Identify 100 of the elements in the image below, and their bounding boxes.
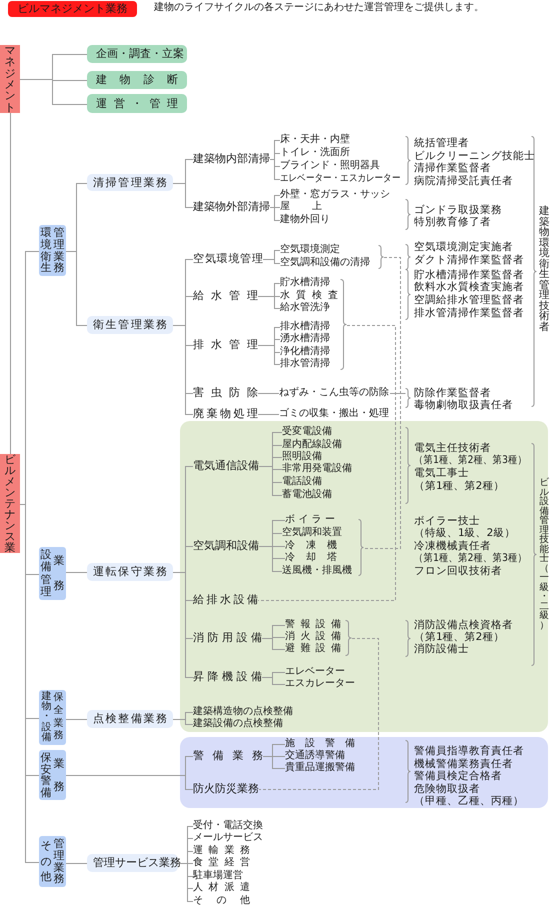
connector-line — [258, 414, 280, 415]
task-label: 消防用設備 — [193, 632, 262, 644]
qualification-label: （第1種、第2種、第3種） — [414, 552, 528, 564]
qualification-label: （甲種、乙種、丙種） — [414, 794, 524, 808]
connector-line — [258, 296, 280, 309]
task-label: 害虫防除 — [193, 386, 258, 400]
item-label: 施設警備 — [285, 738, 355, 750]
qualification-label: 警備員検定合格者 — [414, 770, 502, 782]
business-box: 衛生管理業務 — [87, 316, 173, 334]
business-box: 管理サービス業務 — [87, 854, 178, 872]
business-box: 点検整備業務 — [87, 710, 173, 728]
qualification-label: （特級、1級、2級） — [414, 526, 516, 540]
qualification-label: 危険物取扱者 — [414, 782, 480, 796]
connector-line — [172, 325, 194, 415]
item-label: 屋上 — [280, 200, 322, 214]
qualification-label: ビルクリーニング技能士 — [414, 150, 535, 162]
brace — [340, 279, 347, 370]
group-panel — [180, 737, 548, 808]
qualification-label: 毒物劇物取扱責任者 — [414, 398, 513, 412]
service-box: 建物診断 — [87, 71, 187, 89]
qualification-label: ゴンドラ取扱業務特別教育修了者 — [414, 204, 502, 228]
item-label: 警報設備 — [285, 618, 341, 632]
qualification-label: 空気環境測定実施者 — [414, 240, 513, 254]
item-label: エスカレーター — [285, 678, 355, 690]
item-label: 避難設備 — [285, 642, 341, 656]
division-box: マネジメント — [0, 45, 20, 113]
connector-line — [258, 393, 280, 394]
item-label: 冷却塔 — [285, 552, 337, 564]
item-label: エレベーター — [285, 666, 345, 678]
item-label: 食堂経営 — [193, 856, 250, 870]
qualification-label: 冷凍機械責任者 — [414, 540, 491, 552]
item-label: エレベーター・エスカレーター — [280, 172, 400, 186]
qualification-label: 排水管清掃作業監督者 — [414, 306, 524, 320]
connector-line — [172, 183, 194, 208]
item-label: ボイラー — [285, 514, 335, 526]
task-label: 昇降機設備 — [193, 670, 262, 684]
item-label: 電話設備 — [282, 476, 322, 488]
qualification-label: ボイラー技士 — [414, 514, 480, 528]
item-label: 湧水槽清掃 — [280, 332, 330, 346]
qualification-label: 防除作業監督者 — [414, 386, 491, 399]
item-label: 排水槽清掃 — [280, 320, 330, 334]
connector-line — [270, 207, 280, 221]
qualification-label: 機械警備業務責任者 — [414, 758, 513, 770]
item-label: 建築構造物の点検整備 — [193, 706, 293, 718]
dashed-connector — [258, 638, 379, 790]
task-label: 警備業務 — [193, 750, 263, 762]
task-label: 給排水設備 — [193, 594, 258, 606]
item-label: 給水管洗浄 — [280, 302, 330, 314]
item-label: 空気環境測定 — [280, 244, 340, 256]
item-label: 照明設備 — [282, 450, 322, 464]
task-label: 電気通信設備 — [193, 460, 259, 472]
connector-line — [262, 638, 286, 650]
qualification-label: 電気主任技術者 — [414, 442, 491, 454]
item-label: 貯水槽清掃 — [280, 276, 330, 290]
item-label: 受変電設備 — [282, 426, 332, 438]
item-label: 建築設備の点検整備 — [193, 718, 283, 730]
item-label: ブラインド・照明器具 — [280, 160, 380, 172]
item-label: 屋内配線設備 — [282, 438, 342, 452]
connector-line — [10, 112, 11, 454]
qualification-label: 飲料水水質検査実施者 — [414, 280, 524, 294]
connector-line — [262, 756, 286, 769]
item-label: ねずみ・こん虫等の防除 — [279, 386, 389, 400]
connector-line — [20, 79, 88, 105]
service-box: 運営・管理 — [87, 94, 187, 113]
qualification-label: 警備員指導教育責任者 — [414, 744, 524, 758]
item-label: 消火設備 — [285, 630, 341, 644]
qualification-label: 消防設備士 — [414, 642, 469, 656]
item-label: 送風機・排風機 — [282, 564, 352, 578]
item-label: 受付・電話交換 — [193, 820, 263, 832]
brace — [345, 620, 352, 656]
item-label: 空気調和設備の清掃 — [280, 256, 370, 270]
task-label: 空気環境管理 — [193, 252, 263, 266]
item-label: その他 — [193, 894, 250, 906]
qualification-label: フロン回収技術者 — [414, 564, 502, 578]
item-label: 建物外回り — [280, 214, 330, 226]
task-label: 建築物外部清掃 — [193, 200, 270, 214]
connector-line — [66, 251, 88, 326]
qualification-label: ビル設備管理技能士（一級・二級） — [538, 478, 550, 630]
qualification-label: 消防設備点検資格者 — [414, 618, 513, 632]
business-box: 清掃管理業務 — [87, 174, 173, 191]
task-label: 防火防災業務 — [193, 782, 259, 796]
task-label: 排水管理 — [193, 338, 258, 352]
item-label: 排水管清掃 — [280, 358, 330, 370]
qualification-label: 建築物環境衛生管理技術者 — [538, 206, 550, 332]
brace — [358, 519, 364, 576]
task-label: 給水管理 — [193, 290, 258, 302]
connector-line — [66, 572, 88, 573]
item-label: 駐車場運営 — [193, 870, 243, 882]
item-label: ゴミの収集・搬出・処理 — [279, 408, 389, 420]
connector-line — [262, 259, 280, 264]
item-label: 交通誘導警備 — [285, 750, 345, 762]
item-label: 床・天井・内壁 — [280, 134, 350, 146]
department-box: 環境衛生管理業務 — [39, 225, 66, 276]
qualification-label: 病院清掃受託責任者 — [414, 174, 513, 188]
item-label: 貴重品運搬警備 — [285, 762, 355, 774]
task-label: 廃棄物処理 — [193, 408, 258, 420]
dashed-connector — [364, 257, 401, 549]
item-label: 蓄電池設備 — [282, 488, 332, 502]
task-label: 建築物内部清掃 — [193, 152, 270, 166]
connector-line — [270, 159, 280, 180]
